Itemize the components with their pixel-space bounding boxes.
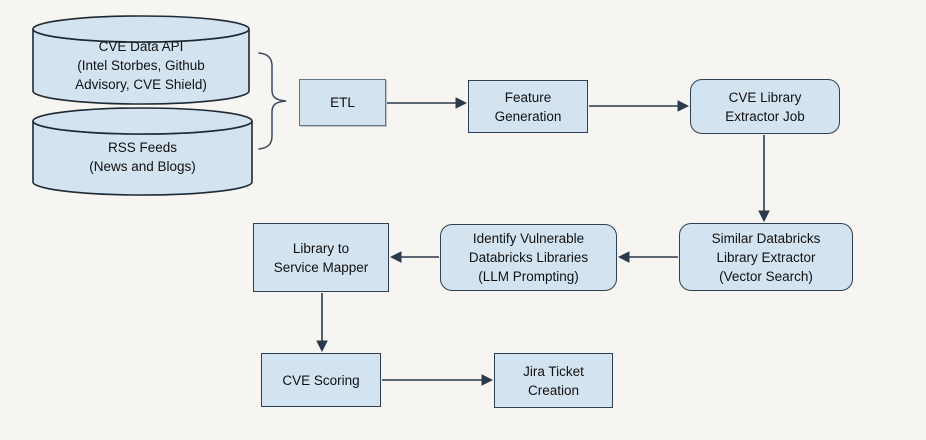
node-etl: ETL xyxy=(299,79,386,126)
node-jira-ticket-creation: Jira Ticket Creation xyxy=(494,353,613,408)
node-jira-ticket-creation-label: Jira Ticket Creation xyxy=(523,363,584,398)
node-similar-databricks-library-extractor-label: Similar Databricks Library Extractor (Ve… xyxy=(711,230,821,284)
node-etl-label: ETL xyxy=(330,95,355,110)
node-cve-library-extractor-job: CVE Library Extractor Job xyxy=(690,79,840,134)
node-cve-library-extractor-job-label: CVE Library Extractor Job xyxy=(725,89,805,124)
node-identify-vulnerable-databricks-libraries: Identify Vulnerable Databricks Libraries… xyxy=(440,224,617,291)
cylinder-cve-data-api xyxy=(32,15,250,105)
node-library-to-service-mapper-label: Library to Service Mapper xyxy=(273,240,369,275)
node-identify-vulnerable-databricks-libraries-label: Identify Vulnerable Databricks Libraries… xyxy=(468,231,589,284)
curly-brace-icon xyxy=(258,52,287,150)
node-feature-generation-label: Feature Generation xyxy=(494,89,562,124)
node-library-to-service-mapper: Library to Service Mapper xyxy=(253,223,389,292)
node-cve-scoring-label: CVE Scoring xyxy=(282,372,360,388)
node-feature-generation: Feature Generation xyxy=(468,80,588,133)
cylinder-rss-feeds xyxy=(32,107,253,196)
node-similar-databricks-library-extractor: Similar Databricks Library Extractor (Ve… xyxy=(679,223,853,291)
node-cve-scoring: CVE Scoring xyxy=(261,353,381,407)
